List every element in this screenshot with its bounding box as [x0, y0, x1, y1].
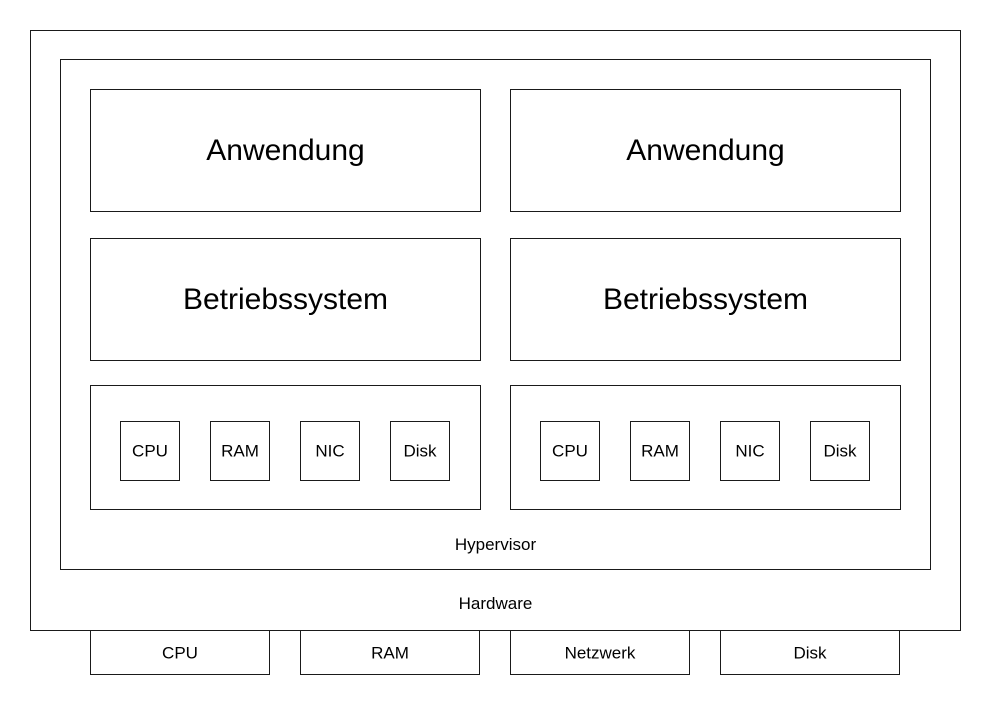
- hardware-label: Hardware: [458, 594, 533, 613]
- physical-resource-network-label: Netzwerk: [564, 643, 636, 662]
- hardware-frame: [30, 30, 961, 631]
- vm-right-operating-system-box: Betriebssystem: [510, 238, 901, 361]
- vm-left-application-box: Anwendung: [90, 89, 481, 212]
- vm-right-application-label: Anwendung: [626, 133, 785, 167]
- vm-right-resource-disk-label: Disk: [823, 441, 857, 461]
- physical-resource-cpu-label: CPU: [162, 643, 198, 662]
- vm-left-resource-ram: RAM: [210, 421, 270, 481]
- physical-resource-ram: RAM: [300, 630, 480, 675]
- hypervisor-frame: [60, 59, 931, 570]
- vm-left-resource-cpu-label: CPU: [132, 441, 168, 461]
- vm-left-resource-cpu: CPU: [120, 421, 180, 481]
- physical-resource-network: Netzwerk: [510, 630, 690, 675]
- vm-left-resource-nic: NIC: [300, 421, 360, 481]
- vm-right-application-box: Anwendung: [510, 89, 901, 212]
- vm-right-virtual-hardware-box: [510, 385, 901, 510]
- hypervisor-label: Hypervisor: [454, 535, 537, 554]
- vm-left-resource-disk: Disk: [390, 421, 450, 481]
- vm-right-resource-cpu-label: CPU: [552, 441, 588, 461]
- vm-left-resource-disk-label: Disk: [403, 441, 437, 461]
- vm-left-virtual-hardware-box: [90, 385, 481, 510]
- vm-left-operating-system-label: Betriebssystem: [182, 282, 389, 316]
- vm-right-resource-disk: Disk: [810, 421, 870, 481]
- vm-left-resource-nic-label: NIC: [315, 441, 345, 461]
- vm-right-resource-cpu: CPU: [540, 421, 600, 481]
- vm-left-operating-system-box: Betriebssystem: [90, 238, 481, 361]
- vm-right-resource-nic: NIC: [720, 421, 780, 481]
- vm-right-operating-system-label: Betriebssystem: [602, 282, 809, 316]
- vm-right-resource-ram-label: RAM: [641, 441, 679, 461]
- physical-resource-ram-label: RAM: [371, 643, 409, 662]
- vm-left-resource-ram-label: RAM: [221, 441, 259, 461]
- vm-right-resource-ram: RAM: [630, 421, 690, 481]
- physical-resource-cpu: CPU: [90, 630, 270, 675]
- vm-right-resource-nic-label: NIC: [735, 441, 765, 461]
- physical-resource-disk-label: Disk: [793, 643, 827, 662]
- vm-left-application-label: Anwendung: [206, 133, 365, 167]
- physical-resource-disk: Disk: [720, 630, 900, 675]
